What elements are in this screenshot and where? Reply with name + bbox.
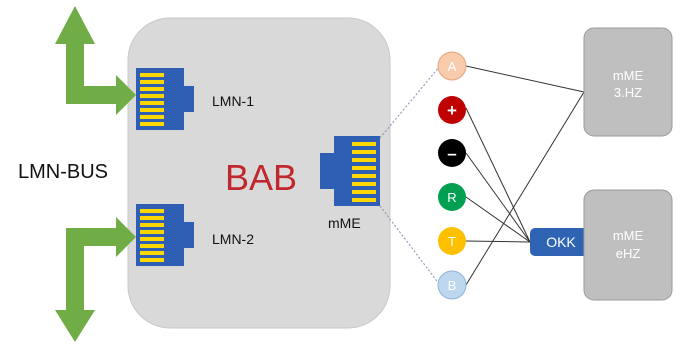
- port-lmn2-label: LMN-2: [212, 231, 254, 247]
- wires: [465, 65, 585, 286]
- meter-1-line2: 3.HZ: [614, 85, 642, 100]
- device-title: BAB: [225, 157, 297, 198]
- pin-a-label: A: [448, 59, 457, 74]
- pin-r-label: R: [447, 190, 456, 205]
- pin-plus: +: [438, 96, 466, 124]
- pin-plus-label: +: [447, 101, 457, 120]
- pin-b-label: B: [448, 278, 457, 293]
- port-lmn1-label: LMN-1: [212, 93, 254, 109]
- meter-1-line1: mME: [613, 68, 644, 83]
- meter-2-line2: eHZ: [616, 246, 641, 261]
- port-lmn1: [136, 68, 194, 130]
- pin-b: B: [437, 270, 467, 300]
- meter-2-line1: mME: [613, 228, 644, 243]
- bus-label: LMN-BUS: [18, 161, 108, 183]
- pin-a: A: [437, 51, 467, 81]
- port-mme: [320, 136, 380, 206]
- meter-box-2: mME eHZ: [583, 189, 673, 301]
- pin-r: R: [438, 183, 466, 211]
- bus-arrow-down: [55, 217, 136, 342]
- bus-arrow-up: [55, 6, 136, 115]
- fanout-line-bottom: [379, 205, 441, 286]
- port-lmn2: [136, 204, 194, 266]
- pin-minus: –: [438, 139, 466, 167]
- okk-label: OKK: [546, 234, 576, 250]
- pin-t: T: [438, 227, 466, 255]
- port-mme-label: mME: [328, 215, 361, 231]
- pin-t-label: T: [448, 234, 456, 249]
- pin-minus-label: –: [447, 144, 456, 163]
- meter-box-1: mME 3.HZ: [583, 27, 673, 137]
